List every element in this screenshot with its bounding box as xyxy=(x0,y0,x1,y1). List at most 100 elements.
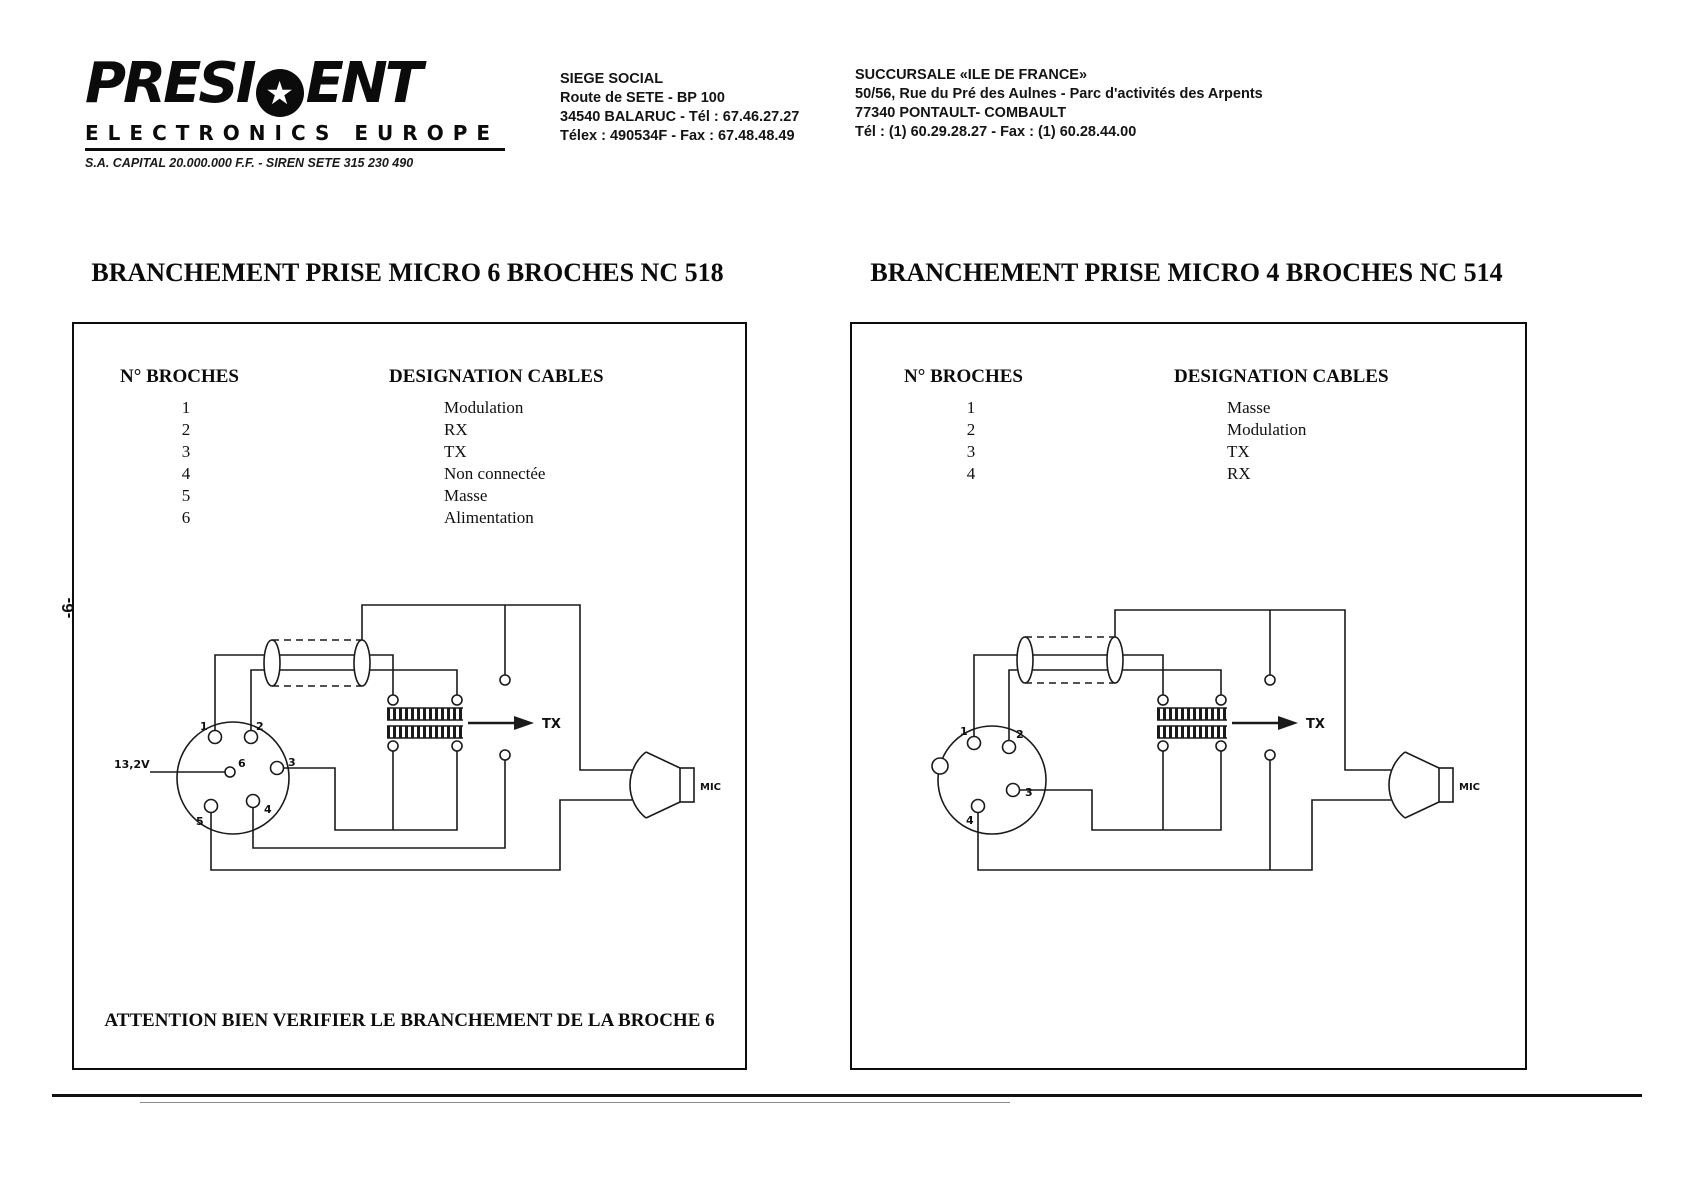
page-side-number: -6- xyxy=(58,597,78,619)
wire xyxy=(361,604,632,771)
siege-address: SIEGE SOCIAL Route de SETE - BP 100 3454… xyxy=(560,70,799,146)
connector-body xyxy=(937,725,1047,835)
mic-label: MIC xyxy=(1459,782,1480,793)
succursale-line: Tél : (1) 60.29.28.27 - Fax : (1) 60.28.… xyxy=(855,124,1137,140)
mic-icon xyxy=(645,801,681,819)
cable-designation: Masse xyxy=(444,486,488,505)
pin-circle xyxy=(243,729,259,745)
bottom-rule-thin xyxy=(140,1102,1010,1103)
logo-brand: PRESI★ENT xyxy=(85,56,505,117)
tx-label: TX xyxy=(542,717,561,732)
switch-contact xyxy=(1264,749,1276,761)
pin-label: 5 xyxy=(196,815,204,828)
terminal-circle xyxy=(1215,740,1227,752)
wiring-diagram-6pin: 1 2 3 4 5 6 13,2V TX MIC xyxy=(114,604,721,871)
logo-brand-post: ENT xyxy=(305,51,423,116)
left-panel-title: BRANCHEMENT PRISE MICRO 6 BROCHES NC 518 xyxy=(91,258,724,287)
column-header-cables: DESIGNATION CABLES xyxy=(389,366,604,387)
pin-label: 2 xyxy=(1016,728,1024,741)
bottom-rule xyxy=(52,1094,1642,1097)
terminal-circle xyxy=(1157,740,1169,752)
mic-label: MIC xyxy=(700,782,721,793)
switch-contact xyxy=(499,749,511,761)
wire xyxy=(210,799,632,871)
mic-icon xyxy=(1438,767,1454,803)
switch-contact xyxy=(499,674,511,686)
pin-number: 6 xyxy=(181,508,191,527)
logo: PRESI★ENT ELECTRONICS EUROPE S.A. CAPITA… xyxy=(85,56,505,170)
pin-number: 1 xyxy=(181,398,191,417)
succursale-line: 50/56, Rue du Pré des Aulnes - Parc d'ac… xyxy=(855,86,1263,102)
pin-number: 3 xyxy=(966,442,976,461)
wire xyxy=(1020,751,1222,831)
tx-arrow-icon xyxy=(514,716,534,730)
terminal-circle xyxy=(1157,694,1169,706)
siege-line: Télex : 490534F - Fax : 67.48.48.49 xyxy=(560,128,795,144)
terminal-circle xyxy=(387,740,399,752)
wire xyxy=(1114,609,1391,771)
cable-designation: Masse xyxy=(1227,398,1271,417)
shield-cable-end xyxy=(353,639,371,687)
cable-designation: TX xyxy=(1227,442,1250,461)
column-header-pins: N° BROCHES xyxy=(120,366,239,387)
pin-circle xyxy=(269,760,285,776)
cable-designation: Modulation xyxy=(444,398,524,417)
star-icon: ★ xyxy=(255,69,304,117)
pin-label: 2 xyxy=(256,720,264,733)
right-panel-title: BRANCHEMENT PRISE MICRO 4 BROCHES NC 514 xyxy=(870,258,1503,287)
pin-circle xyxy=(970,798,986,814)
succursale-address: SUCCURSALE «ILE DE FRANCE» 50/56, Rue du… xyxy=(855,66,1263,142)
pin-number: 1 xyxy=(966,398,976,417)
terminal-circle xyxy=(1215,694,1227,706)
shield-cable-end xyxy=(1106,636,1124,684)
logo-legal: S.A. CAPITAL 20.000.000 F.F. - SIREN SET… xyxy=(85,156,414,170)
siege-line: 34540 BALARUC - Tél : 67.46.27.27 xyxy=(560,109,800,125)
connector-notch xyxy=(931,757,949,775)
mic-icon xyxy=(629,751,647,819)
pin-label: 6 xyxy=(238,757,246,770)
cable-designation: Non connectée xyxy=(444,464,546,483)
pin-circle xyxy=(1001,739,1017,755)
pin-number: 4 xyxy=(181,464,191,483)
pin-label: 4 xyxy=(264,803,272,816)
wire xyxy=(977,799,1391,871)
terminal-circle xyxy=(451,740,463,752)
pin-number: 3 xyxy=(181,442,191,461)
pin-circle xyxy=(224,766,236,778)
cable-designation: Alimentation xyxy=(444,508,534,527)
siege-title: SIEGE SOCIAL xyxy=(560,71,664,87)
wire xyxy=(252,760,506,849)
pin-number: 5 xyxy=(181,486,191,505)
tx-label: TX xyxy=(1306,717,1325,732)
connector-body xyxy=(176,721,290,835)
wire xyxy=(250,669,458,730)
succursale-title: SUCCURSALE «ILE DE FRANCE» xyxy=(855,67,1088,83)
succursale-line: 77340 PONTAULT- COMBAULT xyxy=(855,105,1067,121)
pin-circle xyxy=(1005,782,1021,798)
wire xyxy=(973,654,1164,736)
pin-label: 1 xyxy=(200,720,208,733)
warning-text: ATTENTION BIEN VERIFIER LE BRANCHEMENT D… xyxy=(104,1010,715,1031)
pin-label: 4 xyxy=(966,814,974,827)
mic-icon xyxy=(679,767,695,803)
wire xyxy=(284,751,458,831)
cable-designation: Modulation xyxy=(1227,420,1307,439)
cable-designation: RX xyxy=(1227,464,1251,483)
switch-contact xyxy=(1264,674,1276,686)
voltage-label: 13,2V xyxy=(114,758,150,771)
pin-number: 4 xyxy=(966,464,976,483)
cable-designation: RX xyxy=(444,420,468,439)
pin-label: 3 xyxy=(288,756,296,769)
right-panel-box: N° BROCHES DESIGNATION CABLES 1 2 3 4 Ma… xyxy=(850,322,1527,1070)
mic-icon xyxy=(1388,751,1406,819)
cable-designation: TX xyxy=(444,442,467,461)
pin-number: 2 xyxy=(181,420,191,439)
logo-brand-pre: PRESI xyxy=(85,51,257,116)
shield-cable-end xyxy=(1016,636,1034,684)
pin-circle xyxy=(203,798,219,814)
terminal-circle xyxy=(451,694,463,706)
pin-circle xyxy=(245,793,261,809)
left-panel-box: N° BROCHES DESIGNATION CABLES 1 2 3 4 5 … xyxy=(72,322,747,1070)
pin-label: 1 xyxy=(960,725,968,738)
wire xyxy=(214,654,394,730)
